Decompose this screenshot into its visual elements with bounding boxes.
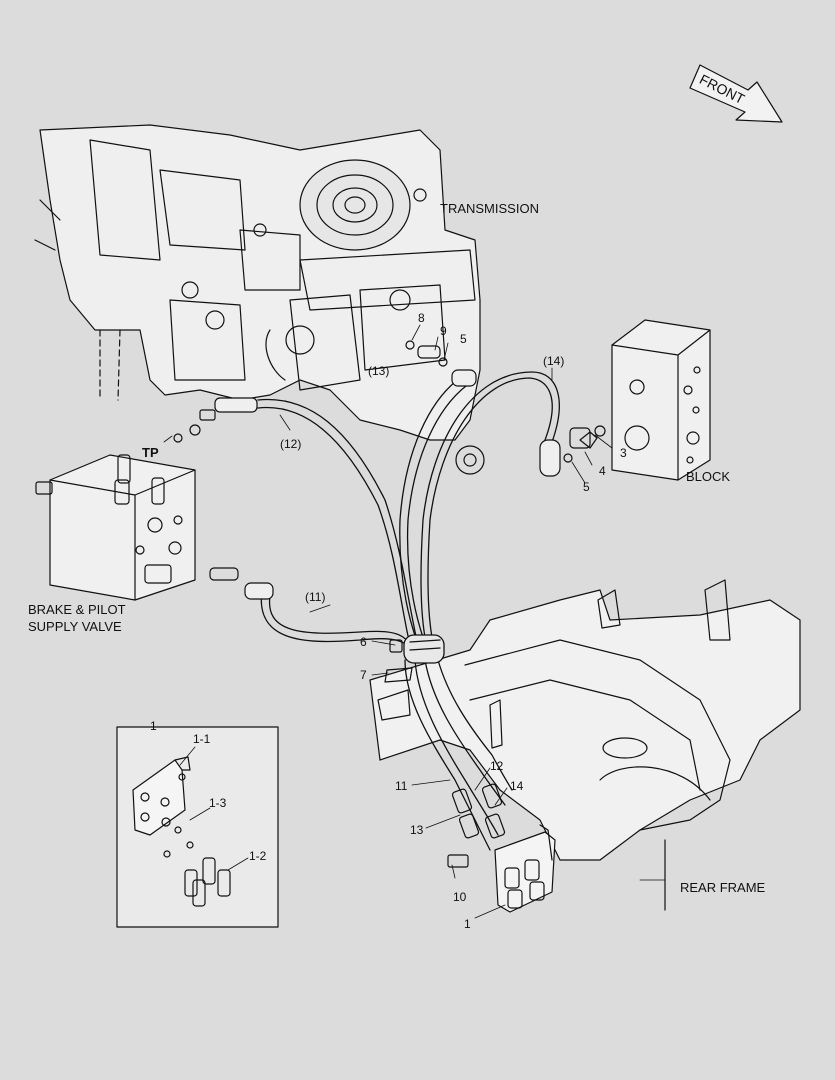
callout-1-2: 1-2 <box>249 849 267 863</box>
brake-pilot-supply-valve <box>35 424 201 601</box>
callout-1-3: 1-3 <box>209 796 227 810</box>
callout-11-paren: (11) <box>305 590 326 604</box>
block-part <box>579 319 711 481</box>
rear-frame-label: REAR FRAME <box>680 880 766 895</box>
callout-11: 11 <box>395 779 408 793</box>
inset-detail-box <box>116 726 279 928</box>
callout-13: 13 <box>410 823 424 837</box>
callout-1-inset: 1 <box>150 719 157 733</box>
front-arrow-icon <box>689 64 783 123</box>
leader-lines <box>163 324 666 919</box>
brake-valve-label-line1: BRAKE & PILOT <box>28 602 126 617</box>
callout-8: 8 <box>418 311 425 325</box>
rear-frame <box>369 579 801 911</box>
hoses <box>257 371 560 851</box>
fittings <box>199 340 591 868</box>
tp-label: TP <box>142 445 159 460</box>
callout-9: 9 <box>440 324 447 338</box>
callout-7: 7 <box>360 668 367 682</box>
transmission-label: TRANSMISSION <box>440 201 539 216</box>
callout-14-paren: (14) <box>543 354 565 368</box>
callout-1-1: 1-1 <box>193 732 211 746</box>
callout-10: 10 <box>453 890 467 904</box>
callout-12-paren: (12) <box>280 437 302 451</box>
callout-5-top: 5 <box>460 332 467 346</box>
callout-3: 3 <box>620 446 627 460</box>
callout-14: 14 <box>510 779 524 793</box>
transmission-assembly <box>34 124 485 475</box>
callout-4: 4 <box>599 464 606 478</box>
block-label: BLOCK <box>686 469 731 484</box>
callout-13-paren: (13) <box>368 364 390 378</box>
callout-1: 1 <box>464 917 471 931</box>
callout-12: 12 <box>490 759 504 773</box>
hose-bracket <box>451 783 556 913</box>
callout-6: 6 <box>360 635 367 649</box>
brake-valve-label-line2: SUPPLY VALVE <box>28 619 122 634</box>
callout-5-bottom: 5 <box>583 480 590 494</box>
